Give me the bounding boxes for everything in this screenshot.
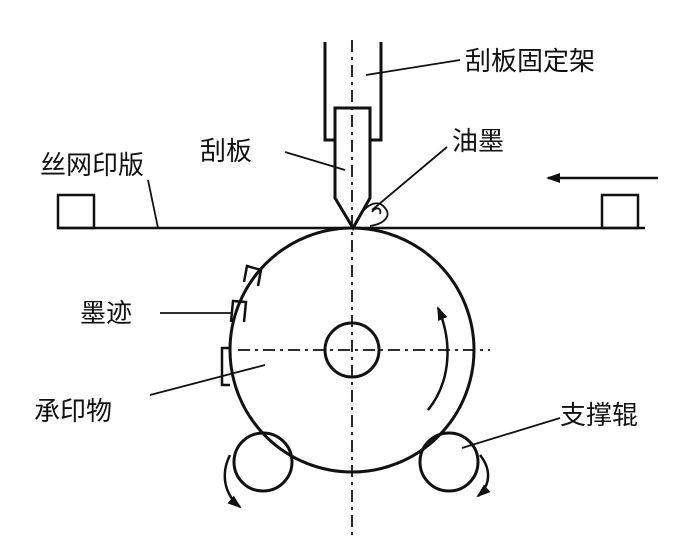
screen-frame-right <box>600 193 640 230</box>
roller-right-arrow <box>476 454 491 498</box>
label-substrate: 承印物 <box>34 397 112 427</box>
support-roller-right <box>418 431 480 493</box>
ink-blob <box>357 202 389 227</box>
label-squeegee-holder: 刮板固定架 <box>465 47 595 77</box>
leader-screen-plate <box>147 179 159 229</box>
label-screen-plate: 丝网印版 <box>40 151 144 181</box>
ink-trace-3 <box>220 346 230 387</box>
leader-support-roller <box>461 417 561 449</box>
squeegee-holder-right <box>370 42 383 142</box>
label-support-roller: 支撑辊 <box>560 401 638 431</box>
cylinder-rotation-arrow <box>427 306 449 411</box>
leader-squeegee-holder <box>365 59 461 76</box>
label-ink-trace: 墨迹 <box>80 299 132 329</box>
leader-substrate <box>149 364 266 396</box>
leader-squeegee <box>284 151 346 171</box>
ink-curl <box>371 207 382 215</box>
ink-trace-2 <box>229 299 248 323</box>
squeegee-holder-left <box>323 42 335 142</box>
leader-ink <box>371 146 448 211</box>
support-roller-left <box>232 431 294 493</box>
screen-frame-left <box>56 193 96 230</box>
roller-left-arrow <box>223 454 242 509</box>
ink-trace-1 <box>242 264 263 287</box>
label-squeegee: 刮板 <box>200 137 252 167</box>
label-ink: 油墨 <box>452 127 504 157</box>
